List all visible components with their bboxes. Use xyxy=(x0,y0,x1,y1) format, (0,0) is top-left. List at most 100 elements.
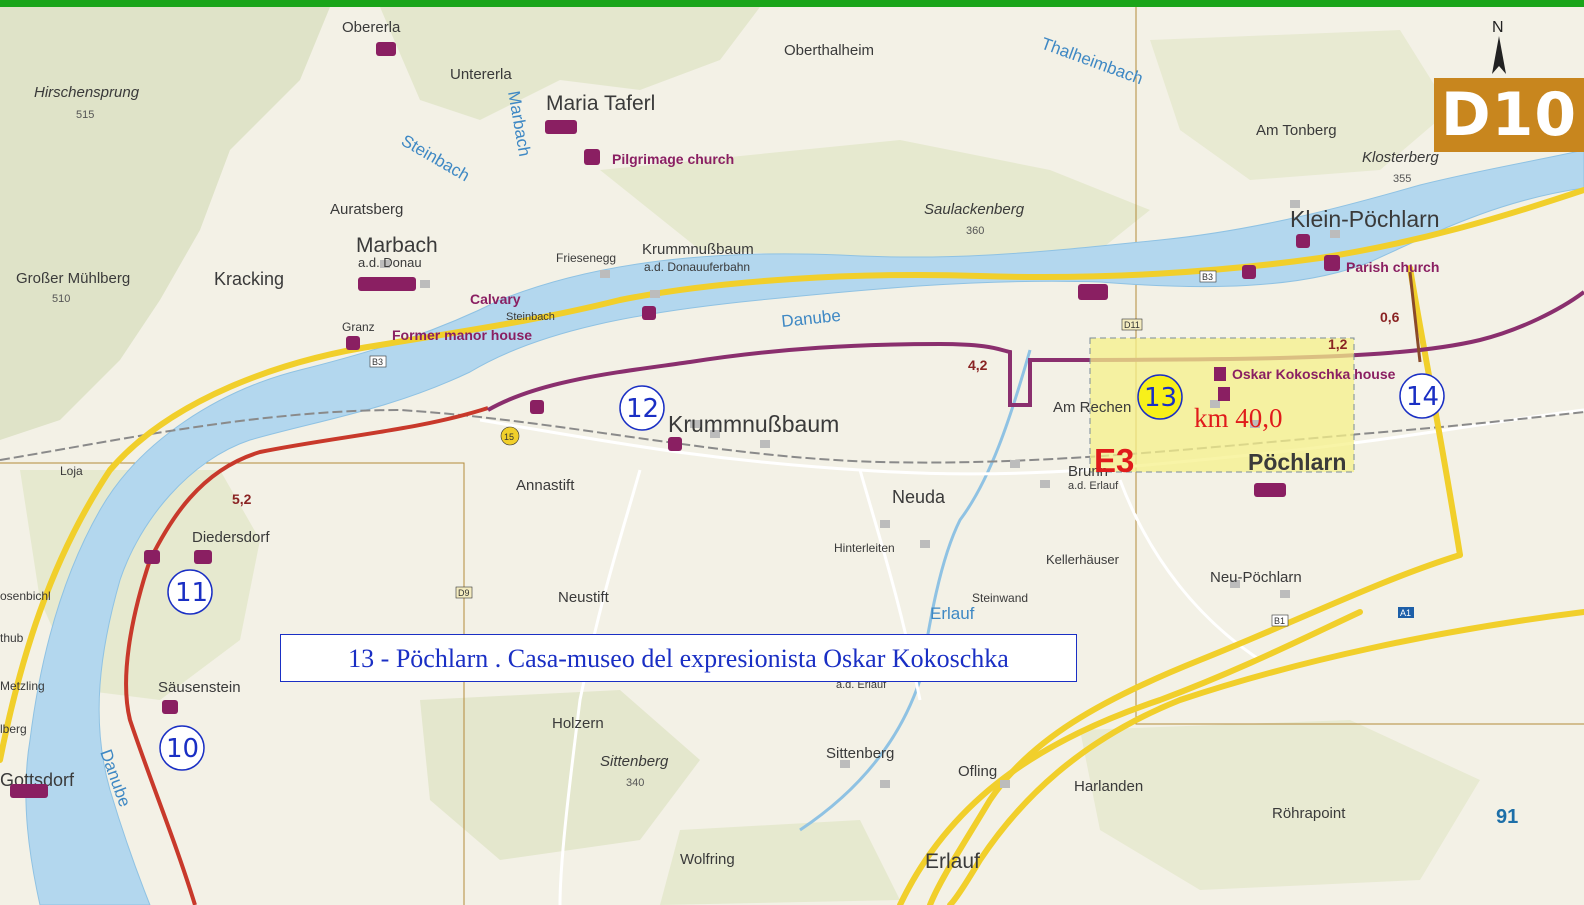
road-code-b3-a: B3 xyxy=(372,357,383,367)
label-steinbach: Steinbach xyxy=(506,311,555,323)
top-accent-bar xyxy=(0,0,1584,7)
road-code-a1: A1 xyxy=(1400,608,1411,618)
label-osenbichl: osenbichl xyxy=(0,589,51,603)
label-am-rechen: Am Rechen xyxy=(1053,399,1131,416)
label-krummnussbaum-bahn: Krummnußbaum xyxy=(642,241,754,258)
stage-marker-12-circle xyxy=(619,385,665,431)
label-annastift: Annastift xyxy=(516,477,575,494)
label-oberthalheim: Oberthalheim xyxy=(784,42,874,59)
label-thalheimbach: Thalheimbach xyxy=(1039,34,1146,88)
page-number: 91 xyxy=(1496,806,1518,828)
railway xyxy=(0,408,1584,464)
stage-marker-14: 14 xyxy=(1406,382,1439,412)
poi-kokoschka-house: Oskar Kokoschka house xyxy=(1232,366,1396,382)
label-kellerhaeuser: Kellerhäuser xyxy=(1046,552,1120,567)
stage-marker-10: 10 xyxy=(166,734,199,764)
label-diedersdorf: Diedersdorf xyxy=(192,529,270,546)
stage-marker-13: 13 xyxy=(1144,383,1177,413)
label-wolfring: Wolfring xyxy=(680,851,735,868)
map-caption: 13 - Pöchlarn . Casa-museo del expresion… xyxy=(280,634,1077,682)
label-granz: Granz xyxy=(342,320,375,334)
label-erlauf: Erlauf xyxy=(925,850,980,873)
label-thub: thub xyxy=(0,631,24,645)
label-klein-poechlarn: Klein-Pöchlarn xyxy=(1290,206,1440,232)
map-canvas[interactable]: Obererla Untererla Oberthalheim Hirschen… xyxy=(0,7,1584,905)
label-saulackenberg: Saulackenberg xyxy=(924,201,1025,218)
route-number-15: 15 xyxy=(504,432,514,442)
poi-pilgrimage-church: Pilgrimage church xyxy=(612,151,734,167)
stage-marker-11-circle xyxy=(167,569,213,615)
distance-labels: 4,2 1,2 0,6 5,2 xyxy=(232,309,1400,507)
label-grosser-muehlberg: Großer Mühlberg xyxy=(16,270,130,287)
elev-sittenberg: 340 xyxy=(626,777,644,789)
label-berg: lberg xyxy=(0,722,27,736)
poi-calvary: Calvary xyxy=(470,291,521,307)
label-obererla: Obererla xyxy=(342,19,401,36)
route-code-e3: E3 xyxy=(1094,442,1134,479)
road-code-b3-b: B3 xyxy=(1202,272,1213,282)
label-metzling: Metzling xyxy=(0,679,45,693)
label-sittenberg-hill: Sittenberg xyxy=(600,753,669,770)
label-saeusenstein: Säusenstein xyxy=(158,679,241,696)
elev-grosser-muehlberg: 510 xyxy=(52,293,70,305)
km-label: km 40,0 xyxy=(1194,403,1283,433)
label-auratsberg: Auratsberg xyxy=(330,201,403,218)
connector-route xyxy=(1408,271,1422,363)
sheet-label: D10 xyxy=(1434,78,1584,152)
road-code-labels: B3 B3 D11 D9 B1 A1 15 xyxy=(369,270,1414,627)
settlement-blocks xyxy=(380,200,1340,788)
elev-saulackenberg: 360 xyxy=(966,225,984,237)
label-am-tonberg: Am Tonberg xyxy=(1256,122,1337,139)
label-untererla: Untererla xyxy=(450,66,512,83)
label-danube-main: Danube xyxy=(780,306,841,331)
poechlarn-highlight xyxy=(1089,337,1355,473)
road-code-d9: D9 xyxy=(458,588,470,598)
stage-marker-13-circle xyxy=(1137,374,1183,420)
stage-marker-10-circle xyxy=(159,725,205,771)
label-erlauf-sub: a.d. Erlauf xyxy=(836,679,887,691)
elev-hirschensprung: 515 xyxy=(76,109,94,121)
stage-markers: 10 11 12 13 14 xyxy=(159,373,1445,771)
label-poechlarn: Pöchlarn xyxy=(1248,449,1346,475)
stage-marker-14-circle xyxy=(1399,373,1445,419)
poi-parish-church: Parish church xyxy=(1346,259,1439,275)
label-hirschensprung: Hirschensprung xyxy=(34,84,140,101)
label-klosterberg: Klosterberg xyxy=(1362,149,1439,166)
label-marbach-sub: a.d. Donau xyxy=(358,255,422,270)
label-marbach: Marbach xyxy=(356,234,438,257)
label-neu-poechlarn: Neu-Pöchlarn xyxy=(1210,569,1302,586)
label-krummnussbaum-bahn-sub: a.d. Donauuferbahn xyxy=(644,260,750,274)
label-maria-taferl: Maria Taferl xyxy=(546,92,655,115)
label-marbach-creek: Marbach xyxy=(504,89,534,157)
terrain-shading xyxy=(0,7,1480,905)
stage-marker-11: 11 xyxy=(175,578,208,608)
label-roehrapoint: Röhrapoint xyxy=(1272,805,1346,822)
elev-klosterberg: 355 xyxy=(1393,173,1411,185)
north-arrow-icon: N xyxy=(1492,19,1506,74)
label-sittenberg: Sittenberg xyxy=(826,745,894,762)
label-hinterleiten: Hinterleiten xyxy=(834,541,895,555)
label-kracking: Kracking xyxy=(214,269,284,289)
label-erlauf-river: Erlauf xyxy=(930,604,975,623)
label-brunn-sub: a.d. Erlauf xyxy=(1068,480,1119,492)
label-steinwand: Steinwand xyxy=(972,591,1028,605)
distance-4-2: 4,2 xyxy=(968,357,988,373)
label-loja: Loja xyxy=(60,464,83,478)
north-symbol: N xyxy=(1492,19,1504,36)
label-harlanden: Harlanden xyxy=(1074,778,1143,795)
label-brunn: Brunn xyxy=(1068,463,1108,480)
road-code-d11: D11 xyxy=(1124,320,1140,330)
distance-5-2: 5,2 xyxy=(232,491,252,507)
label-krummnussbaum: Krummnußbaum xyxy=(668,411,839,437)
label-friesenegg: Friesenegg xyxy=(556,251,616,265)
stage-marker-12: 12 xyxy=(626,394,659,424)
poi-labels: Pilgrimage church Calvary Former manor h… xyxy=(392,149,1439,401)
label-holzern: Holzern xyxy=(552,715,604,732)
distance-1-2: 1,2 xyxy=(1328,336,1348,352)
erlauf-river xyxy=(799,349,1032,832)
lodging-icons xyxy=(10,42,1310,798)
road-code-b1: B1 xyxy=(1274,616,1285,626)
label-ofling: Ofling xyxy=(958,763,997,780)
main-cycle-route xyxy=(487,290,1584,412)
label-steinbach-creek: Steinbach xyxy=(398,131,473,185)
